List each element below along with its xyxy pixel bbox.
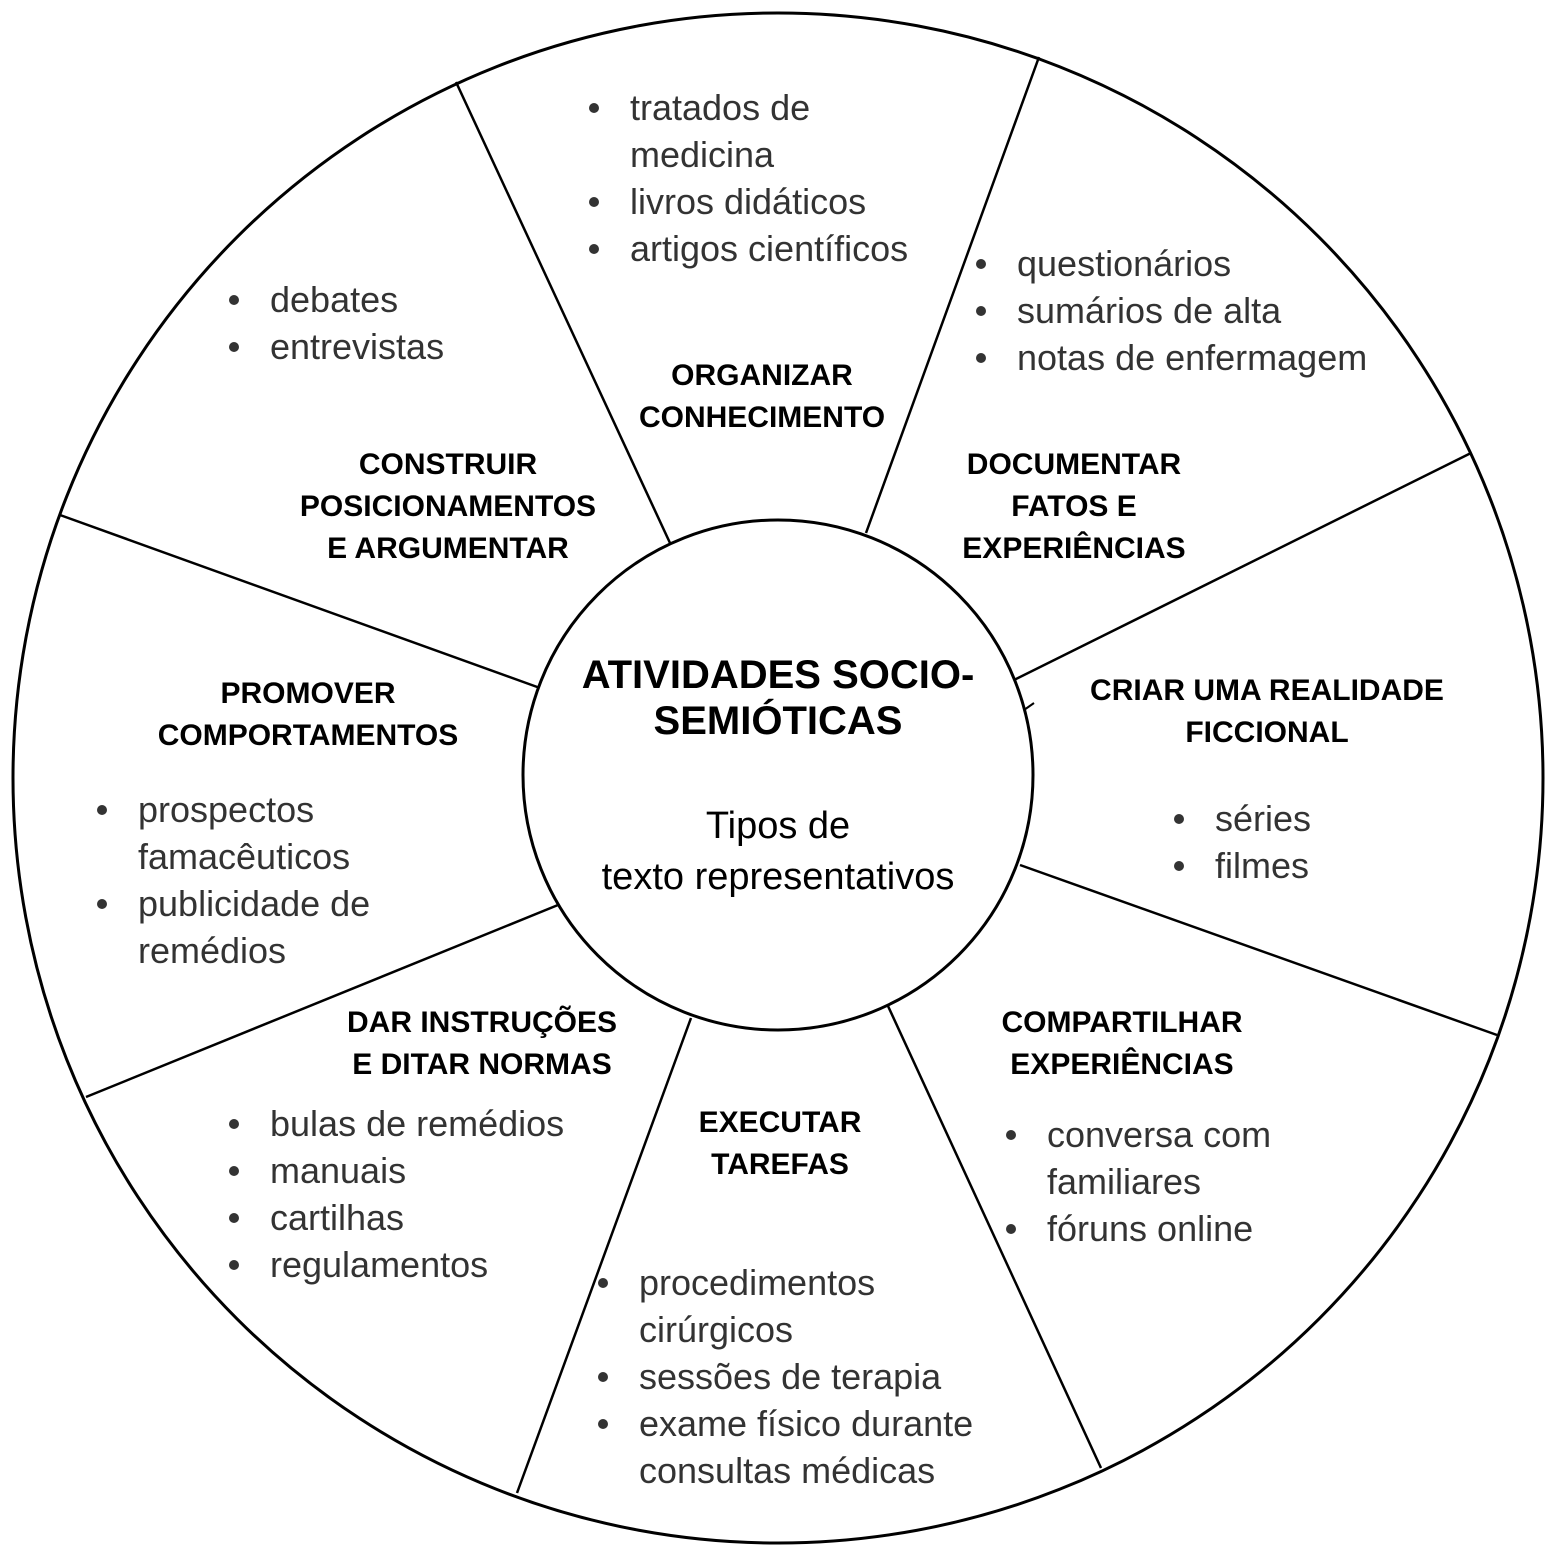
- promover-title: PROMOVER COMPORTAMENTOS: [138, 673, 478, 757]
- list-item: manuais: [226, 1147, 564, 1194]
- list-item: questionários: [973, 240, 1367, 287]
- list-item: notas de enfermagem: [973, 334, 1367, 381]
- list-item-text: publicidade de: [138, 883, 371, 924]
- list-item-text: debates: [270, 279, 399, 320]
- executar-title: EXECUTAR TAREFAS: [660, 1102, 900, 1186]
- sector-title-line: COMPARTILHAR: [1001, 1006, 1243, 1039]
- criar-examples: séries filmes: [1171, 795, 1311, 889]
- instrucoes-title: DAR INSTRUÇÕES E DITAR NORMAS: [312, 1002, 652, 1086]
- list-item: publicidade de remédios: [94, 880, 370, 974]
- list-item: sessões de terapia: [595, 1353, 973, 1400]
- sector-title-line: FICCIONAL: [1185, 716, 1349, 749]
- sector-title-line: ORGANIZAR: [671, 359, 853, 392]
- list-item-text: familiares: [1047, 1161, 1202, 1202]
- sector-title-line: TAREFAS: [711, 1148, 849, 1181]
- construir-examples: debates entrevistas: [226, 276, 444, 370]
- organizar-title: ORGANIZAR CONHECIMENTO: [612, 355, 912, 439]
- list-item: cartilhas: [226, 1194, 564, 1241]
- list-item-text: séries: [1215, 798, 1312, 839]
- list-item: regulamentos: [226, 1241, 564, 1288]
- executar-examples: procedimentos cirúrgicos sessões de tera…: [595, 1259, 973, 1494]
- organizar-examples: tratados de medicina livros didáticos ar…: [586, 84, 908, 272]
- list-item-text: procedimentos: [639, 1262, 876, 1303]
- list-item: livros didáticos: [586, 178, 908, 225]
- documentar-title: DOCUMENTAR FATOS E EXPERIÊNCIAS: [924, 444, 1224, 570]
- list-item: séries: [1171, 795, 1311, 842]
- list-item-text: fóruns online: [1047, 1208, 1254, 1249]
- compartilhar-examples: conversa com familiares fóruns online: [1003, 1111, 1271, 1252]
- sector-title-line: CONHECIMENTO: [638, 401, 886, 434]
- divider-top-right: [864, 56, 1041, 534]
- divider-top-left: [454, 81, 672, 544]
- list-item: artigos científicos: [586, 225, 908, 272]
- promover-examples: prospectos famacêuticos publicidade de r…: [94, 786, 370, 974]
- list-item-text: entrevistas: [270, 326, 445, 367]
- criar-title: CRIAR UMA REALIDADE FICCIONAL: [1047, 670, 1487, 754]
- sector-title-line: FATOS E: [1011, 490, 1137, 523]
- list-item: fóruns online: [1003, 1205, 1271, 1252]
- list-item-text: sessões de terapia: [639, 1356, 942, 1397]
- divider-left-upper: [59, 513, 541, 690]
- center-circle: [521, 518, 1035, 1032]
- divider-left-lower: [85, 903, 559, 1099]
- sector-title-line: COMPORTAMENTOS: [157, 719, 459, 752]
- list-item-text: livros didáticos: [630, 181, 867, 222]
- list-item-text: cartilhas: [270, 1197, 405, 1238]
- sector-title-line: EXPERIÊNCIAS: [962, 532, 1186, 565]
- instrucoes-examples: bulas de remédios manuais cartilhas regu…: [226, 1100, 564, 1288]
- sector-title-line: DAR INSTRUÇÕES: [346, 1006, 617, 1039]
- sector-title-line: EXPERIÊNCIAS: [1010, 1048, 1234, 1081]
- sector-title-line: CRIAR UMA REALIDADE: [1090, 674, 1444, 707]
- list-item-text: manuais: [270, 1150, 407, 1191]
- sector-title-line: E ARGUMENTAR: [327, 532, 569, 565]
- sector-title-line: EXECUTAR: [698, 1106, 862, 1139]
- compartilhar-title: COMPARTILHAR EXPERIÊNCIAS: [972, 1002, 1272, 1086]
- center-subtitle-line: Tipos de: [705, 805, 851, 847]
- list-item: exame físico durante consultas médicas: [595, 1400, 973, 1494]
- divider-bottom-right: [886, 1005, 1103, 1469]
- center-subtitle: Tipos de texto representativos: [548, 801, 1008, 903]
- sector-title-line: CONSTRUIR: [358, 448, 538, 481]
- list-item: filmes: [1171, 842, 1311, 889]
- list-item: prospectos famacêuticos: [94, 786, 370, 880]
- documentar-examples: questionários sumários de alta notas de …: [973, 240, 1367, 381]
- list-item-text: prospectos: [138, 789, 315, 830]
- list-item-text: exame físico durante: [639, 1403, 974, 1444]
- list-item-text: filmes: [1215, 845, 1310, 886]
- list-item-text: questionários: [1017, 243, 1232, 284]
- list-item-text: artigos científicos: [630, 228, 909, 269]
- center-title: ATIVIDADES SOCIO- SEMIÓTICAS: [548, 652, 1008, 744]
- list-item-text: remédios: [138, 930, 287, 971]
- divider-right-lower: [1019, 863, 1498, 1037]
- list-item: procedimentos cirúrgicos: [595, 1259, 973, 1353]
- divider-right-upper: [1013, 451, 1472, 682]
- divider-bottom-left: [515, 1017, 693, 1494]
- list-item: bulas de remédios: [226, 1100, 564, 1147]
- list-item-text: cirúrgicos: [639, 1309, 794, 1350]
- list-item-text: regulamentos: [270, 1244, 489, 1285]
- sector-title-line: DOCUMENTAR: [966, 448, 1182, 481]
- list-item-text: tratados de: [630, 87, 811, 128]
- center-title-line: ATIVIDADES SOCIO-: [581, 653, 975, 697]
- list-item: entrevistas: [226, 323, 444, 370]
- list-item-text: medicina: [630, 134, 775, 175]
- list-item-text: notas de enfermagem: [1017, 337, 1368, 378]
- list-item-text: consultas médicas: [639, 1450, 936, 1491]
- sector-title-line: PROMOVER: [220, 677, 396, 710]
- list-item: debates: [226, 276, 444, 323]
- sector-title-line: POSICIONAMENTOS: [299, 490, 597, 523]
- center-title-line: SEMIÓTICAS: [653, 699, 903, 743]
- construir-title: CONSTRUIR POSICIONAMENTOS E ARGUMENTAR: [268, 444, 628, 570]
- list-item-text: sumários de alta: [1017, 290, 1282, 331]
- list-item-text: conversa com: [1047, 1114, 1272, 1155]
- list-item-text: bulas de remédios: [270, 1103, 565, 1144]
- list-item: sumários de alta: [973, 287, 1367, 334]
- list-item: tratados de medicina: [586, 84, 908, 178]
- list-item: conversa com familiares: [1003, 1111, 1271, 1205]
- list-item-text: famacêuticos: [138, 836, 351, 877]
- center-subtitle-line: texto representativos: [601, 856, 955, 898]
- sector-title-line: E DITAR NORMAS: [352, 1048, 612, 1081]
